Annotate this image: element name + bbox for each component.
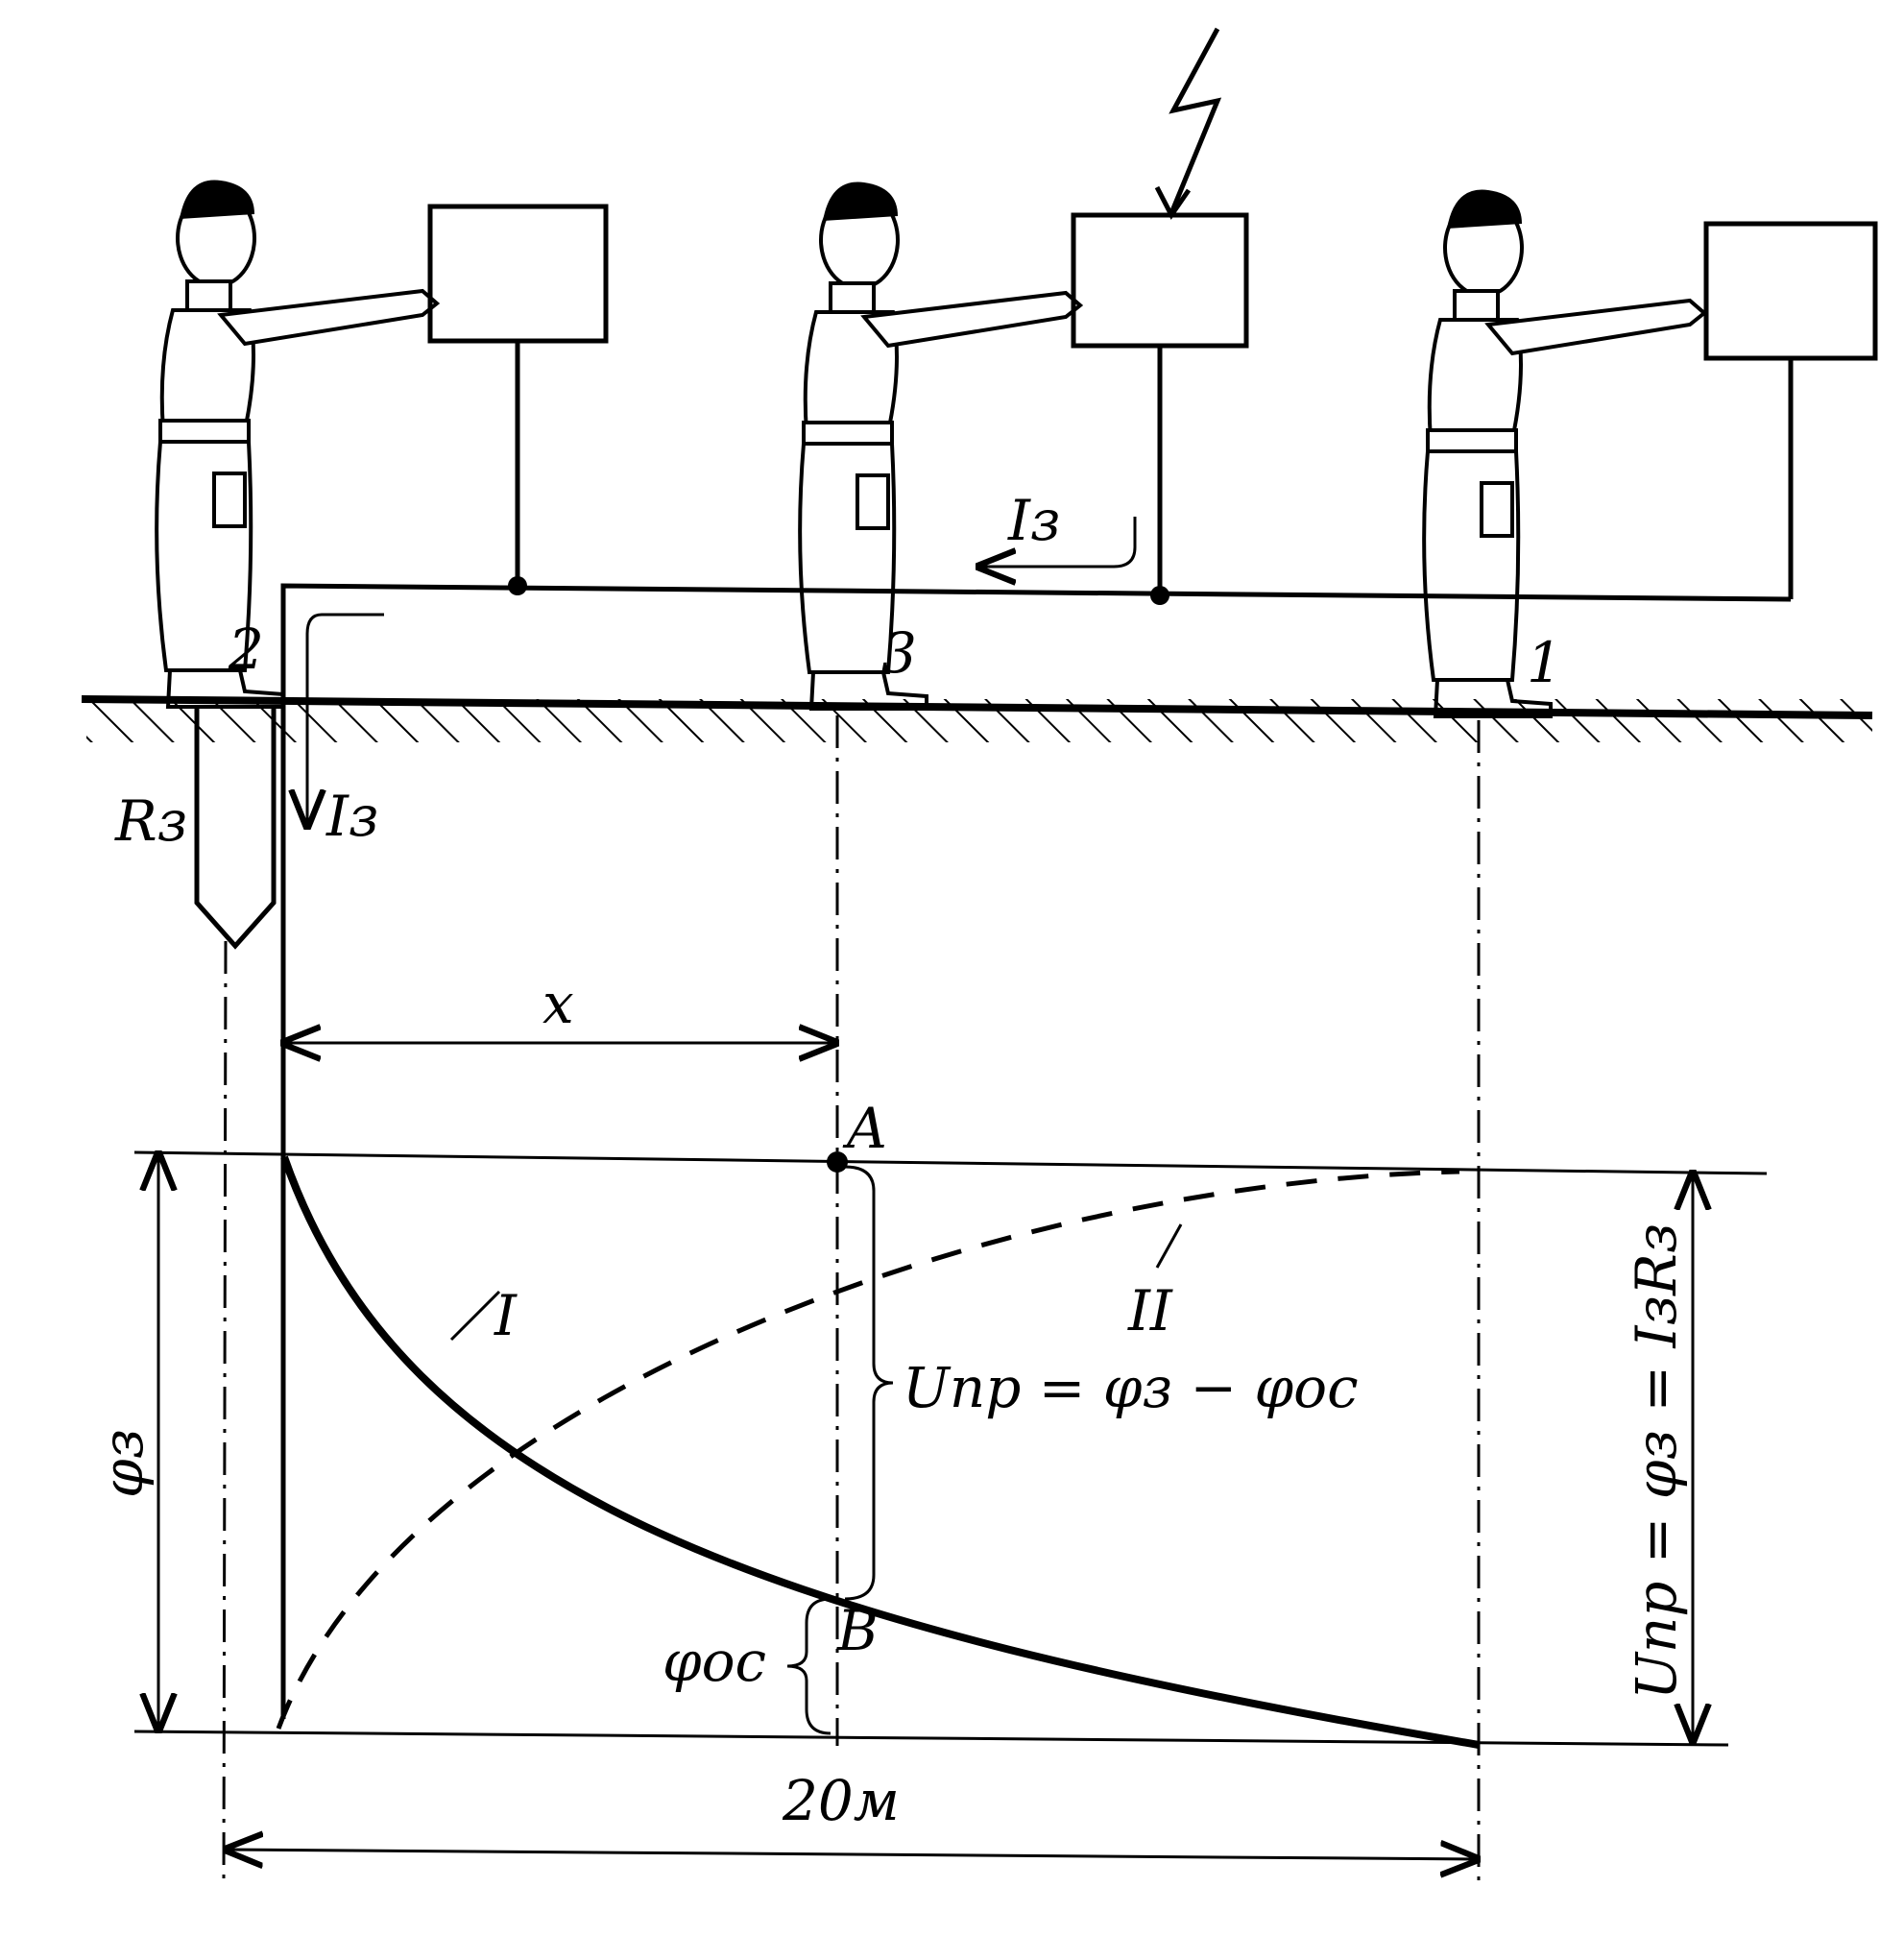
current-label-bus: Iз	[1007, 488, 1061, 553]
lightning-bolt-icon	[1169, 27, 1222, 214]
ground-electrode	[194, 706, 277, 950]
dimension-20m	[227, 1850, 1477, 1859]
dimension-x-label: x	[542, 971, 574, 1036]
worker-3	[798, 180, 1082, 711]
bus-node-1	[508, 576, 527, 595]
current-arrow-ground	[307, 613, 384, 826]
phi-os-brace	[786, 1597, 831, 1735]
phi-z-label: φз	[90, 1429, 156, 1498]
touch-voltage-formula: Uпр = φз − φос	[903, 1355, 1359, 1420]
point-a	[827, 1151, 848, 1173]
equipment-box-3	[1703, 221, 1878, 361]
current-arrow-bus	[979, 517, 1137, 567]
ground-surface	[81, 695, 1873, 719]
potential-bottom-line	[133, 1730, 1729, 1747]
point-b-label: B	[836, 1598, 879, 1663]
dimension-20m-label: 20м	[782, 1768, 900, 1833]
point-a-label: A	[842, 1096, 887, 1161]
equipment-box-1	[427, 204, 609, 344]
curve-1-label: I	[494, 1283, 518, 1348]
person-label-3: 3	[881, 620, 917, 686]
touch-voltage-curve-2	[276, 1169, 1460, 1730]
grounding-bus	[280, 583, 1792, 1719]
vertical-electrode	[222, 940, 228, 1881]
curve-2-label: II	[1127, 1278, 1173, 1343]
u-right-formula: Uпр = φз = IзRз	[1624, 1223, 1689, 1700]
potential-curve-1	[280, 1155, 1480, 1749]
worker-1	[1422, 187, 1706, 718]
potential-top-line	[133, 1150, 1768, 1175]
bus-node-2	[1150, 586, 1169, 605]
electrode-resistance-label: Rз	[114, 788, 187, 854]
phi-os-label: φос	[663, 1629, 766, 1694]
equipment-box-2	[1071, 212, 1249, 349]
person-label-2: 2	[228, 617, 264, 682]
person-label-1: 1	[1527, 630, 1562, 695]
worker-2	[155, 178, 439, 709]
current-label-ground: Iз	[325, 784, 379, 849]
touch-voltage-brace	[844, 1165, 894, 1601]
